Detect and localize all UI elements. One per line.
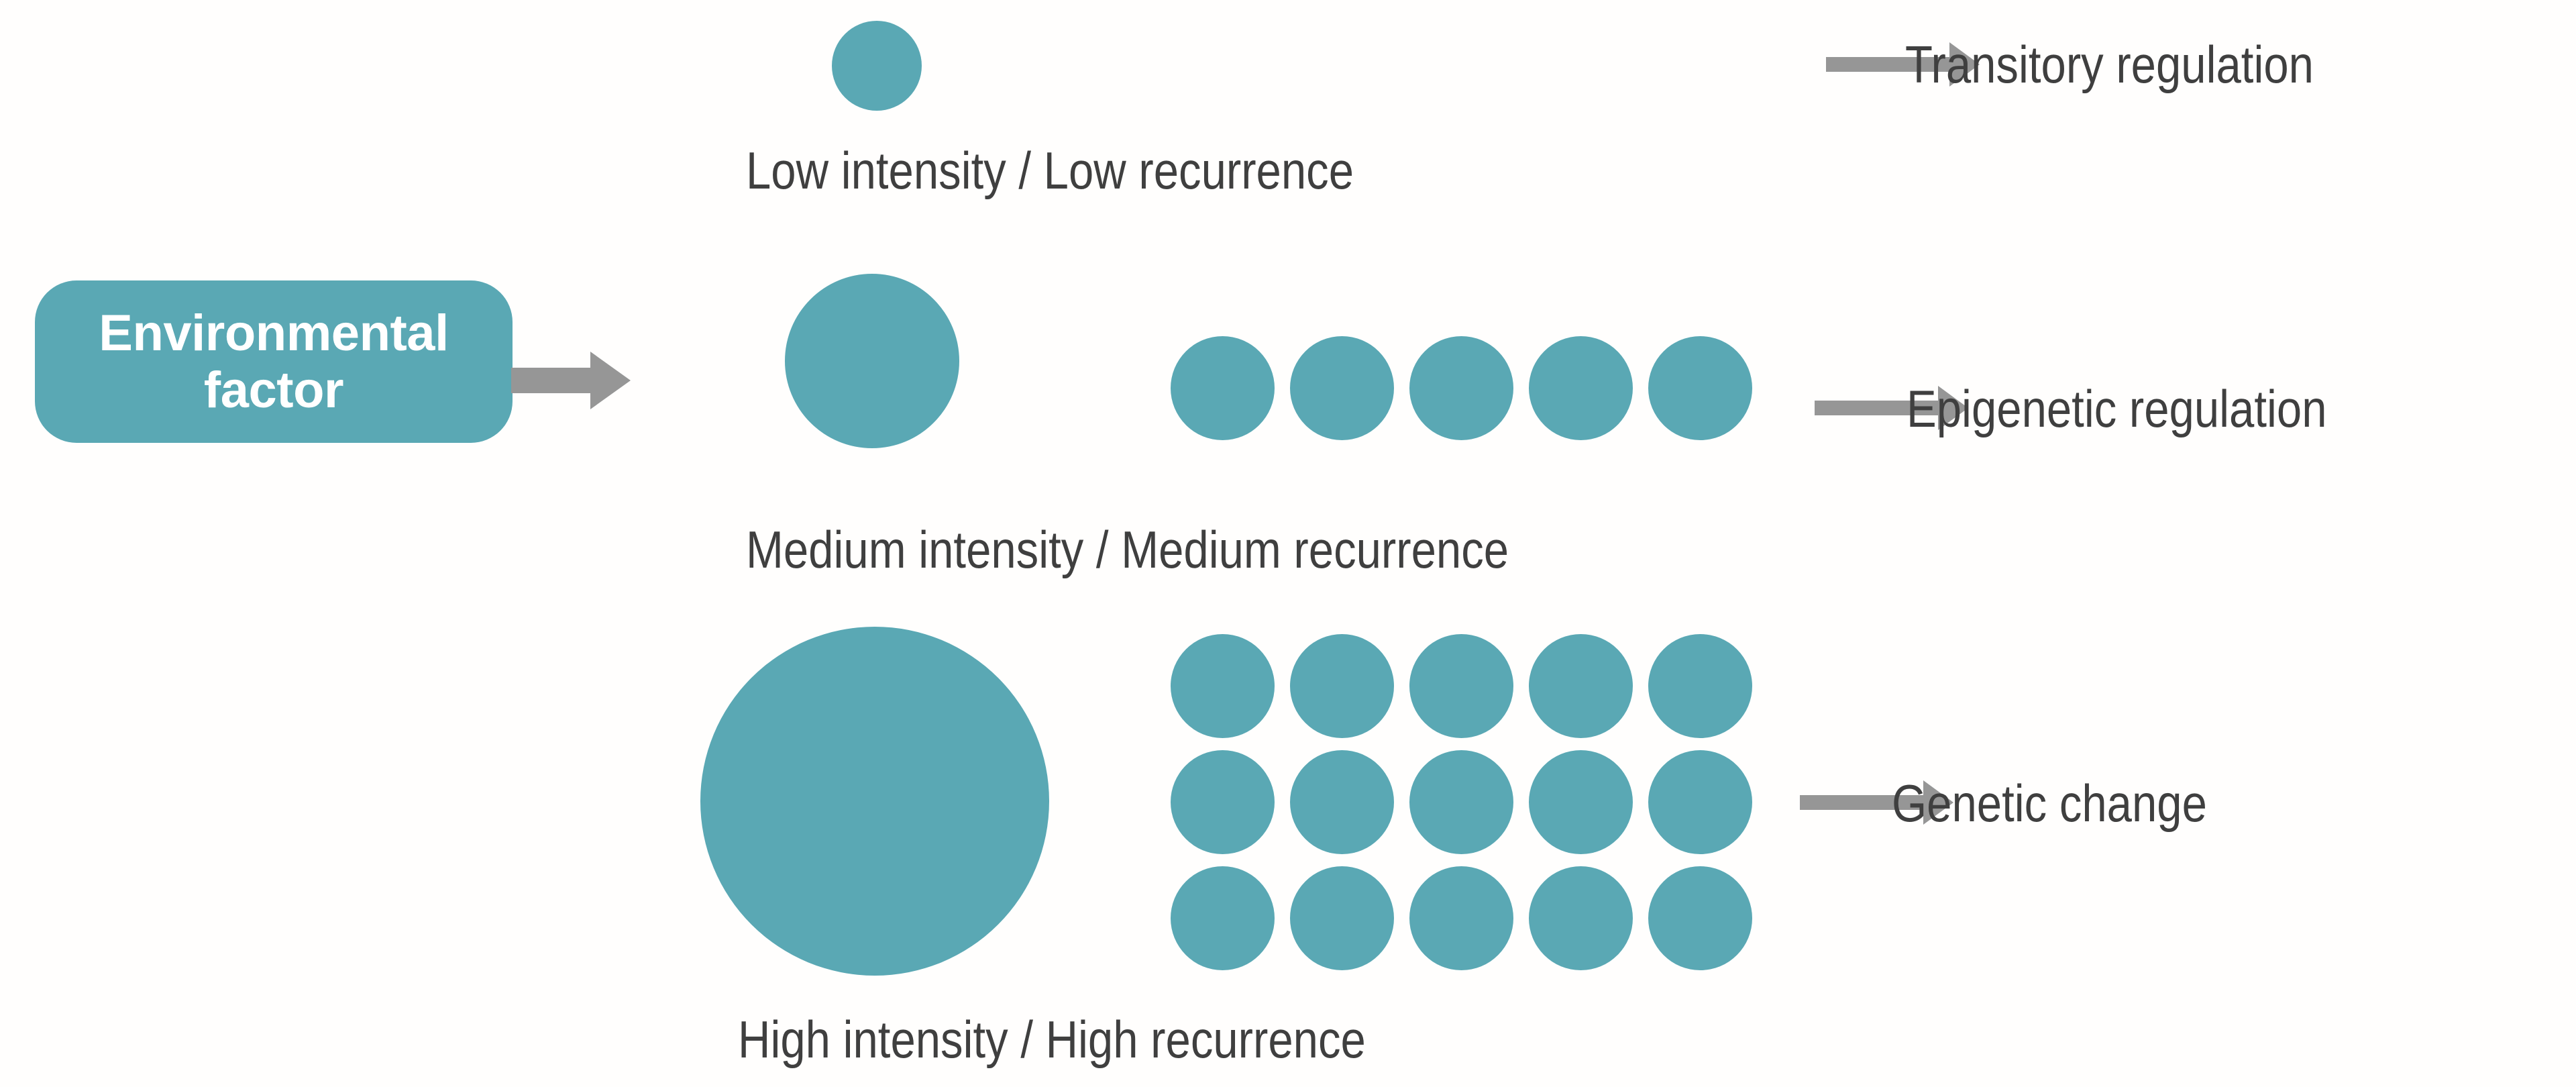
epigenetic-arrow-icon <box>1815 386 1968 430</box>
intensity-label-high: High intensity / High recurrence <box>738 1010 1366 1069</box>
intensity-label-medium: Medium intensity / Medium recurrence <box>746 520 1509 579</box>
recurrence-circle <box>1648 634 1752 738</box>
recurrence-circle <box>1648 750 1752 854</box>
recurrence-circle <box>1171 336 1275 440</box>
recurrence-circle <box>1529 866 1633 970</box>
outcome-label-transitory: Transitory regulation <box>1905 35 2314 94</box>
environmental-factor-line-1: Environmental <box>99 304 449 362</box>
intensity-circle-medium <box>785 274 959 448</box>
recurrence-circle <box>1409 634 1513 738</box>
recurrence-circle <box>1290 750 1394 854</box>
environmental-factor-line-2: factor <box>203 362 344 419</box>
outcome-label-epigenetic: Epigenetic regulation <box>1907 379 2327 438</box>
environmental-factor-box[interactable]: Environmental factor <box>35 280 513 443</box>
recurrence-circle <box>1171 750 1275 854</box>
recurrence-circle <box>1529 750 1633 854</box>
recurrence-circle <box>1290 866 1394 970</box>
transitory-arrow-icon <box>1826 42 1980 87</box>
recurrence-circle <box>1290 634 1394 738</box>
recurrence-circle <box>1171 634 1275 738</box>
intensity-circle-low <box>832 21 922 111</box>
genetic-arrow-icon <box>1800 780 1953 825</box>
recurrence-circle <box>1409 750 1513 854</box>
recurrence-circle <box>1171 866 1275 970</box>
intensity-label-low: Low intensity / Low recurrence <box>746 141 1354 200</box>
recurrence-circle <box>1648 336 1752 440</box>
recurrence-circle <box>1290 336 1394 440</box>
recurrence-circle <box>1648 866 1752 970</box>
recurrence-circle <box>1409 336 1513 440</box>
outcome-label-genetic: Genetic change <box>1892 774 2207 833</box>
recurrence-circle <box>1409 866 1513 970</box>
source-arrow-icon <box>511 352 631 409</box>
intensity-circle-high <box>700 627 1049 976</box>
recurrence-circle <box>1529 336 1633 440</box>
recurrence-circle <box>1529 634 1633 738</box>
